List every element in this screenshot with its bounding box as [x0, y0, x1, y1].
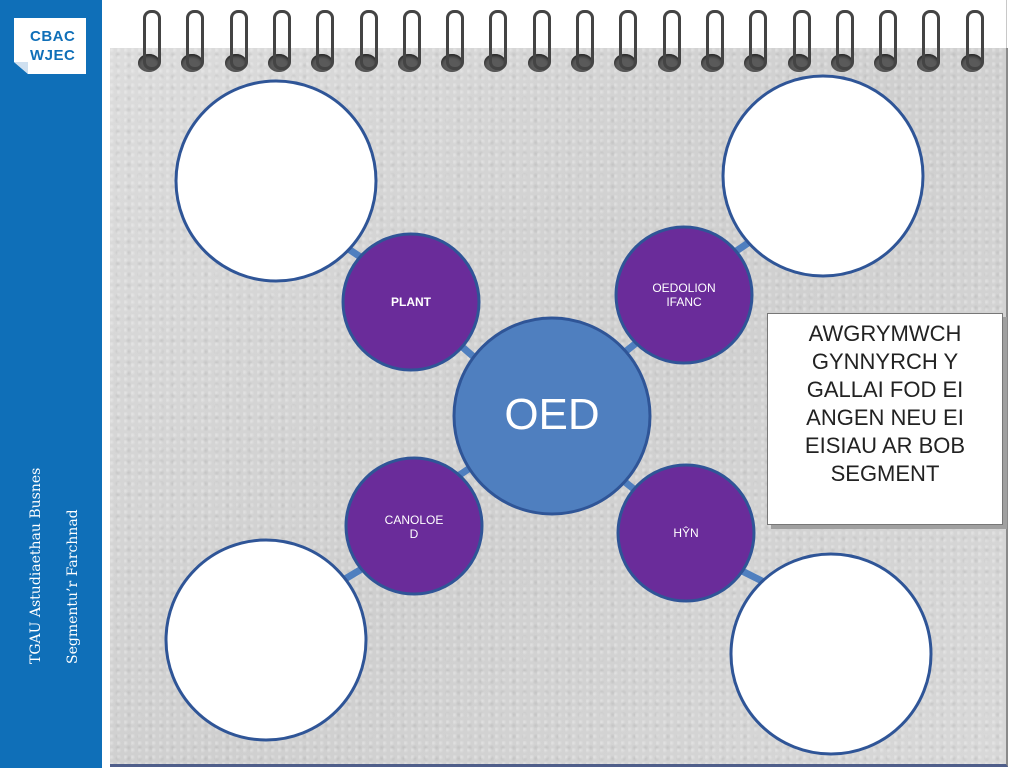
- spiral-wire: [360, 10, 378, 70]
- node-circle-hyn: [616, 463, 756, 603]
- node-label-oedolion-ifanc: OEDOLION IFANC: [652, 281, 716, 309]
- empty-circle-bottom-right: [729, 552, 933, 756]
- spiral-ring: [311, 10, 334, 74]
- spiral-wire: [316, 10, 334, 70]
- spiral-ring: [528, 10, 551, 74]
- node-label-hyn: HŶN: [673, 526, 699, 540]
- spiral-wire: [793, 10, 811, 70]
- note-line: SEGMENT: [830, 461, 940, 486]
- spiral-wire: [836, 10, 854, 70]
- spiral-wire: [749, 10, 767, 70]
- logo-text-cbac: CBAC: [30, 28, 76, 45]
- empty-circle-top-right: [721, 74, 925, 278]
- spiral-ring: [181, 10, 204, 74]
- spiral-wire: [230, 10, 248, 70]
- node-label-canoloed: CANOLOE D: [364, 513, 464, 541]
- spiral-ring: [961, 10, 984, 74]
- center-label: OED: [504, 390, 600, 439]
- spiral-ring: [484, 10, 507, 74]
- spiral-wire: [966, 10, 984, 70]
- spiral-ring: [268, 10, 291, 74]
- node-label-canoloed-line1: CANOLOE: [384, 513, 444, 527]
- spiral-ring: [138, 10, 161, 74]
- spiral-ring: [658, 10, 681, 74]
- spiral-wire: [403, 10, 421, 70]
- spiral-wire: [186, 10, 204, 70]
- node-circle-oedolion-ifanc: [614, 225, 754, 365]
- sidebar: CBAC WJEC TGAU Astudiaethau Busnes Segme…: [0, 0, 102, 768]
- note-box: AWGRYMWCH GYNNYRCH Y GALLAI FOD EI ANGEN…: [767, 313, 1003, 525]
- note-line: ANGEN NEU EI: [806, 405, 964, 430]
- spiral-ring: [398, 10, 421, 74]
- node-label-plant: PLANT: [391, 295, 431, 309]
- node-circle-plant: [341, 232, 481, 372]
- spiral-ring: [831, 10, 854, 74]
- logo-text-wjec: WJEC: [30, 47, 76, 64]
- spiral-wire: [922, 10, 940, 70]
- note-line: GALLAI FOD EI: [806, 377, 964, 402]
- note-line: GYNNYRCH Y: [811, 349, 959, 374]
- spiral-wire: [706, 10, 724, 70]
- spiral-wire: [663, 10, 681, 70]
- spiral-wire: [576, 10, 594, 70]
- wjec-logo: CBAC WJEC: [14, 18, 86, 74]
- spiral-wire: [446, 10, 464, 70]
- spiral-ring: [917, 10, 940, 74]
- spiral-ring: [874, 10, 897, 74]
- note-line: EISIAU AR BOB: [804, 433, 966, 458]
- spiral-wire: [619, 10, 637, 70]
- notepad-top-strip: [110, 0, 1007, 48]
- spiral-ring: [788, 10, 811, 74]
- spiral-wire: [879, 10, 897, 70]
- spiral-ring: [441, 10, 464, 74]
- empty-circle-bottom-left: [164, 538, 368, 742]
- logo-shape: [14, 18, 86, 74]
- spiral-wire: [489, 10, 507, 70]
- spiral-wire: [143, 10, 161, 70]
- note-line: AWGRYMWCH: [808, 321, 962, 346]
- node-circle-canoloed: [344, 456, 484, 596]
- spiral-ring: [614, 10, 637, 74]
- spiral-ring: [225, 10, 248, 74]
- center-circle: [452, 316, 652, 516]
- node-label-canoloed-line2: D: [409, 527, 419, 541]
- spiral-wire: [533, 10, 551, 70]
- spiral-ring: [355, 10, 378, 74]
- spiral-ring: [571, 10, 594, 74]
- empty-circle-top-left: [174, 79, 378, 283]
- spiral-ring: [701, 10, 724, 74]
- spiral-wire: [273, 10, 291, 70]
- spiral-ring: [744, 10, 767, 74]
